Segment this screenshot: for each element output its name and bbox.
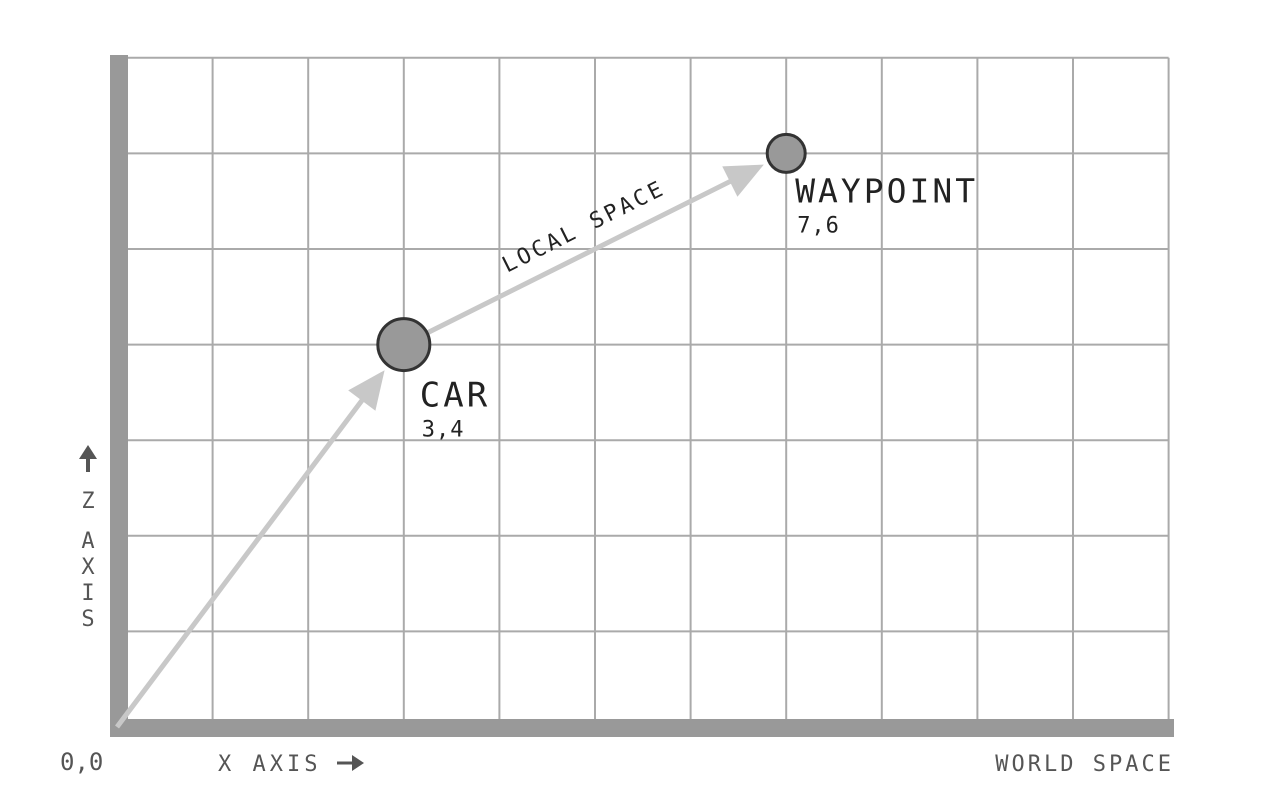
grid: [116, 56, 1170, 728]
car-marker: [376, 317, 432, 373]
world-space-label: WORLD SPACE: [995, 752, 1174, 777]
z-axis-bar: [110, 55, 128, 737]
x-axis-bar: [110, 719, 1174, 737]
waypoint-coords-label: 7,6: [797, 213, 840, 238]
vector-arrow: [115, 370, 385, 729]
vector-shaft: [115, 397, 365, 729]
waypoint-marker: [765, 132, 807, 174]
arrow-up-icon: [79, 445, 97, 472]
vector-arrow: LOCAL SPACE: [402, 164, 764, 347]
vector-shaft: [402, 178, 733, 347]
origin-label: 0,0: [60, 748, 103, 776]
arrow-right-icon: [337, 755, 364, 771]
waypoint-name-label: WAYPOINT: [795, 171, 978, 210]
point-waypoint: WAYPOINT 7,6: [765, 132, 978, 238]
x-axis-label: X AXIS: [218, 752, 321, 777]
vector-arrowhead: [348, 370, 385, 411]
vector-arrowhead: [722, 164, 764, 197]
car-name-label: CAR: [420, 376, 490, 416]
car-coords-label: 3,4: [422, 418, 465, 443]
